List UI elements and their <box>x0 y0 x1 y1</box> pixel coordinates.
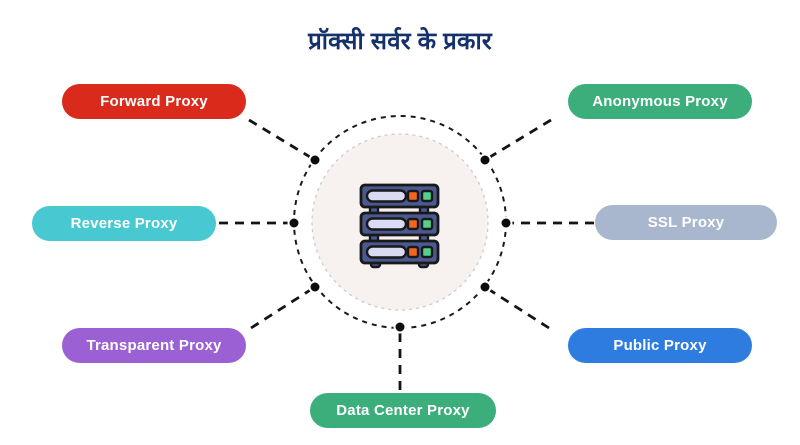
node-forward-proxy-label: Forward Proxy <box>100 93 208 110</box>
node-ssl-proxy: SSL Proxy <box>595 205 777 240</box>
connector-lines <box>219 118 594 390</box>
connector-dot <box>499 216 513 230</box>
node-transparent-proxy: Transparent Proxy <box>62 328 246 363</box>
connector-dot <box>478 153 492 167</box>
connector-dot <box>287 216 301 230</box>
node-forward-proxy: Forward Proxy <box>62 84 246 119</box>
node-ssl-proxy-label: SSL Proxy <box>647 214 725 231</box>
connector-public <box>484 285 550 330</box>
connector-dot <box>478 280 492 294</box>
connector-anonymous <box>484 118 552 162</box>
node-data-center-proxy: Data Center Proxy <box>310 393 496 428</box>
node-public-proxy: Public Proxy <box>568 328 752 363</box>
node-transparent-proxy-label: Transparent Proxy <box>86 337 222 354</box>
node-data-center-proxy-label: Data Center Proxy <box>336 402 470 419</box>
connector-dot <box>308 153 322 167</box>
connector-transparent <box>250 285 316 330</box>
node-public-proxy-label: Public Proxy <box>613 337 707 354</box>
node-anonymous-proxy-label: Anonymous Proxy <box>592 93 728 110</box>
connector-forward <box>248 118 316 162</box>
connector-dot <box>308 280 322 294</box>
node-reverse-proxy: Reverse Proxy <box>32 206 216 241</box>
connector-dot <box>393 320 407 334</box>
page-title: प्रॉक्सी सर्वर के प्रकार <box>308 28 492 55</box>
node-reverse-proxy-label: Reverse Proxy <box>70 215 178 232</box>
node-anonymous-proxy: Anonymous Proxy <box>568 84 752 119</box>
server-rack-icon <box>359 183 440 269</box>
connector-dots <box>287 153 513 334</box>
